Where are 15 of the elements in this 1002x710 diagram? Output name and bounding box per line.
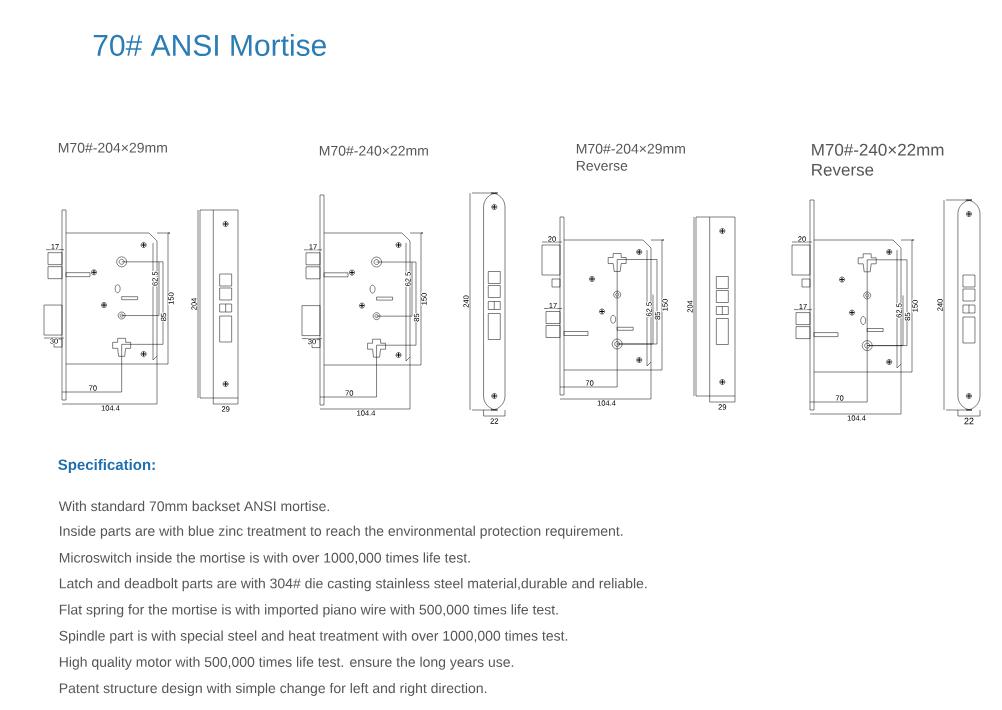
model-label: M70#-240×22mm Reverse: [812, 143, 944, 176]
model-label: M70#-240×22mm: [319, 145, 428, 156]
spec-line: Patent structure design with simple change for left and right direction.: [59, 682, 487, 696]
spec-line: Flat spring for the mortise is with imported piano wire with 500,000 times life test.: [59, 604, 558, 618]
spec-line: High quality motor with 500,000 times life test. ensure the long years use.: [59, 656, 514, 670]
section-heading: Specification:: [58, 459, 155, 473]
dimension-label: 22: [964, 417, 974, 425]
spec-line: Inside parts are with blue zinc treatment to reach the environmental protection requirement.: [60, 525, 623, 539]
title: 70# ANSI Mortise: [93, 34, 326, 56]
spec-line: Latch and deadbolt parts are with 304# die casting stainless steel material,durable and reliable.: [59, 578, 647, 592]
spec-line: With standard 70mm backset ANSI mortise.: [58, 500, 329, 512]
model-label: M70#-204×29mm Reverse: [576, 143, 685, 171]
spec-line: Microswitch inside the mortise is with over 1000,000 times life test.: [59, 552, 470, 565]
model-label: M70#-204×29mm: [58, 142, 167, 153]
spec-line: Spindle part is with special steel and heat treatment with over 1000,000 times test.: [59, 630, 568, 644]
